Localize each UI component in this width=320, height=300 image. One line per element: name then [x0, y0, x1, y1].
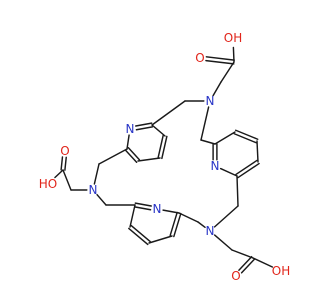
bond-layer — [54, 46, 274, 274]
single-bond — [62, 169, 72, 191]
atom-o3b: OH — [272, 264, 290, 278]
atom-n1: N — [206, 94, 215, 108]
double-bond-line — [124, 149, 138, 164]
double-bond-line — [205, 59, 235, 65]
single-bond — [200, 139, 216, 145]
nitrogen-label: N — [126, 122, 135, 136]
nitrogen-label: N — [206, 224, 215, 238]
atom-o1a: O — [195, 51, 204, 65]
single-bond — [213, 205, 239, 228]
single-bond — [148, 235, 173, 244]
double-bond-line — [238, 255, 253, 271]
canvas-background — [0, 0, 300, 300]
single-bond — [93, 163, 100, 185]
single-bond — [197, 221, 206, 229]
double-bond-line — [135, 126, 154, 131]
single-bond — [178, 212, 199, 223]
double-bond-line — [134, 202, 152, 207]
double-bond-line — [161, 135, 168, 160]
atom-np2: N — [211, 159, 220, 173]
single-bond — [231, 249, 254, 259]
atom-n2: N — [89, 183, 98, 197]
single-bond — [252, 257, 274, 268]
oxygen-label: O — [231, 269, 240, 283]
single-bond — [96, 193, 107, 206]
double-bond-line — [135, 122, 153, 127]
double-bond-line — [233, 133, 258, 144]
single-bond — [151, 100, 186, 126]
oxygen-label: HO — [39, 177, 57, 191]
nitrogen-label: N — [153, 202, 162, 216]
double-bond-line — [205, 56, 235, 61]
nitrogen-label: N — [206, 94, 215, 108]
nitrogen-label: N — [89, 183, 98, 197]
single-bond — [214, 131, 236, 145]
double-bond-line — [234, 129, 259, 140]
single-bond — [256, 140, 259, 163]
single-bond — [162, 209, 180, 214]
atom-np1: N — [126, 122, 135, 136]
double-bond-line — [240, 258, 256, 274]
single-bond — [212, 81, 222, 97]
single-bond — [220, 61, 235, 83]
oxygen-label: OH — [272, 264, 290, 278]
single-bond — [137, 157, 161, 162]
double-bond-line — [169, 211, 178, 237]
single-bond — [98, 148, 128, 165]
molecule-structure: N N N N N N O OH O HO O OH — [0, 0, 300, 300]
double-bond-line — [130, 224, 151, 243]
atom-label-layer: N N N N N N O OH O HO O OH — [39, 31, 290, 283]
single-bond — [236, 175, 239, 207]
single-bond — [129, 204, 136, 228]
single-bond — [219, 167, 238, 177]
atom-np3: N — [153, 202, 162, 216]
single-bond — [54, 169, 64, 179]
single-bond — [151, 124, 166, 137]
double-bond-line — [60, 156, 64, 171]
single-bond — [126, 134, 130, 150]
atom-n3: N — [206, 224, 215, 238]
double-bond-line — [133, 206, 152, 211]
double-bond-line — [235, 159, 258, 176]
oxygen-label: OH — [224, 31, 242, 45]
single-bond — [213, 234, 233, 251]
atom-o2a: O — [60, 144, 69, 158]
nitrogen-label: N — [211, 159, 220, 173]
atom-o1b: OH — [224, 31, 242, 45]
single-bond — [232, 46, 235, 63]
double-bond-line — [127, 146, 141, 161]
double-bond-line — [64, 156, 67, 171]
oxygen-label: O — [195, 51, 204, 65]
double-bond-line — [157, 134, 164, 159]
oxygen-label: O — [60, 144, 69, 158]
double-bond-line — [173, 212, 182, 238]
atom-o3a: O — [231, 269, 240, 283]
atom-o2b: HO — [39, 177, 57, 191]
single-bond — [200, 106, 210, 141]
double-bond-line — [237, 162, 260, 179]
double-bond-line — [128, 227, 149, 246]
